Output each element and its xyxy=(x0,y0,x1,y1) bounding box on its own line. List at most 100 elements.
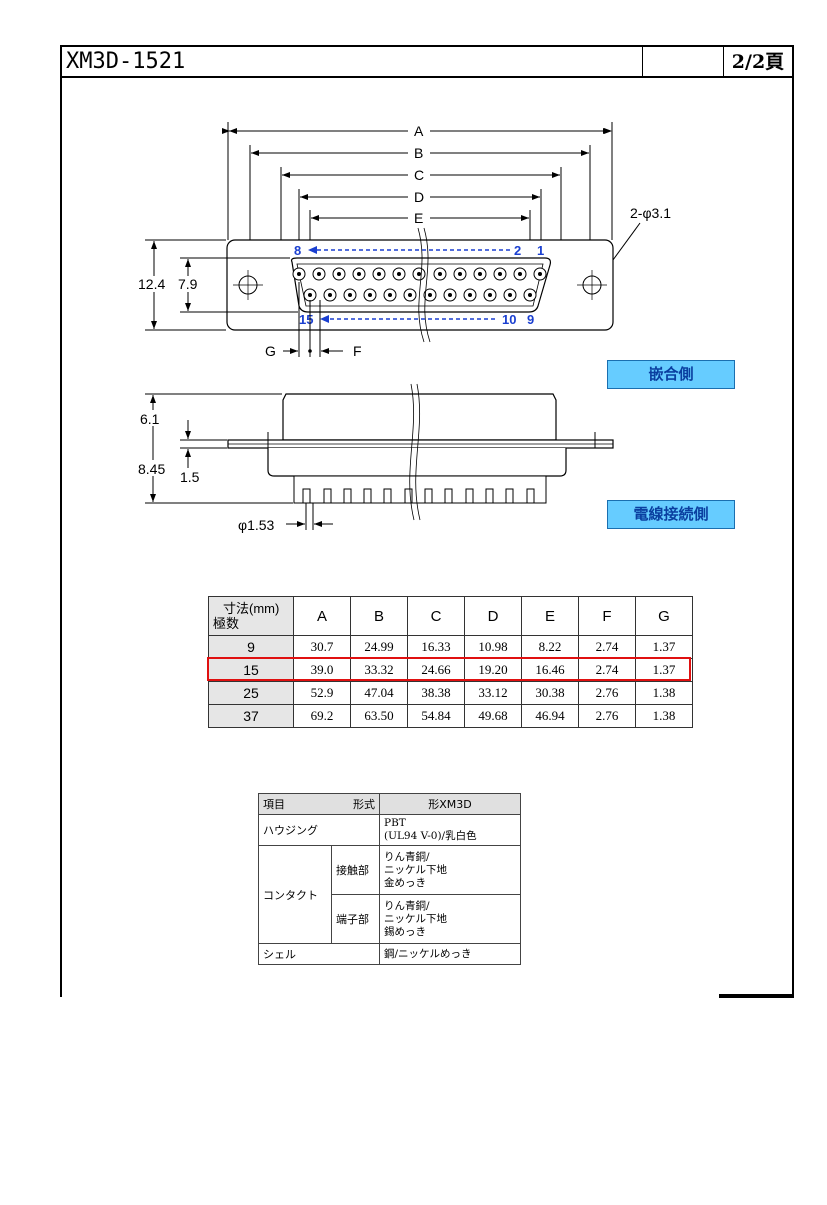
dim-7-9-label: 7.9 xyxy=(178,276,198,292)
header-blank-cell xyxy=(643,47,724,76)
material-table-header: 項目 形式 形XM3D xyxy=(258,793,521,815)
dim-1-5-label: 1.5 xyxy=(180,469,200,485)
pin-15-label: 15 xyxy=(299,312,313,327)
value-cell: 52.9 xyxy=(293,681,351,705)
pin-9-label: 9 xyxy=(527,312,534,327)
value-cell: 33.12 xyxy=(464,681,522,705)
pin-8-label: 8 xyxy=(294,243,301,258)
contact-part-value: りん青銅/ ニッケル下地 金めっき xyxy=(379,845,521,895)
selected-row-highlight xyxy=(207,657,691,681)
shell-value: 鋼/ニッケルめっき xyxy=(379,943,521,965)
value-cell: 30.7 xyxy=(293,635,351,659)
table-row: 9 30.7 24.99 16.33 10.98 8.22 2.74 1.37 xyxy=(208,635,693,659)
corner-cell: 寸法(mm) 極数 xyxy=(208,596,294,636)
dim-holes-label: 2-φ3.1 xyxy=(630,205,671,221)
head-item-cell: 項目 形式 xyxy=(258,793,380,815)
housing-label: ハウジング xyxy=(258,814,380,846)
value-cell: 39.0 xyxy=(293,658,351,682)
table-row: コンタクト 接触部 りん青銅/ ニッケル下地 金めっき xyxy=(258,845,521,944)
value-cell: 1.38 xyxy=(635,704,693,728)
contact-part-label: 接触部 xyxy=(331,845,380,895)
value-cell: 10.98 xyxy=(464,635,522,659)
col-header-g: G xyxy=(635,596,693,636)
value-cell: 46.94 xyxy=(521,704,579,728)
pole-cell: 37 xyxy=(208,704,294,728)
value-cell: 1.37 xyxy=(635,635,693,659)
dim-g-label: G xyxy=(265,343,276,359)
contact-part-line2: ニッケル下地 xyxy=(384,863,447,876)
dimension-table-header: 寸法(mm) 極数 A B C D E F G xyxy=(208,596,693,636)
value-cell: 24.99 xyxy=(350,635,408,659)
corner-poles-label: 極数 xyxy=(213,616,240,631)
head-type-label: 形式 xyxy=(353,798,375,811)
shell-label: シェル xyxy=(258,943,380,965)
value-cell: 38.38 xyxy=(407,681,465,705)
value-cell: 2.74 xyxy=(578,635,636,659)
pole-cell: 25 xyxy=(208,681,294,705)
part-number-title: XM3D-1521 xyxy=(62,47,643,76)
value-cell: 30.38 xyxy=(521,681,579,705)
table-row: ハウジング PBT (UL94 V-0)/乳白色 xyxy=(258,814,521,846)
value-cell: 2.76 xyxy=(578,704,636,728)
dim-12-4-label: 12.4 xyxy=(138,276,165,292)
material-table: 項目 形式 形XM3D ハウジング PBT (UL94 V-0)/乳白色 コンタ… xyxy=(258,793,521,965)
mating-side-label: 嵌合側 xyxy=(607,360,735,389)
corner-dimension-label: 寸法(mm) xyxy=(223,601,280,616)
value-cell: 2.76 xyxy=(578,681,636,705)
value-cell: 69.2 xyxy=(293,704,351,728)
dim-e-label: E xyxy=(414,210,423,226)
table-row: 37 69.2 63.50 54.84 49.68 46.94 2.76 1.3… xyxy=(208,704,693,728)
table-row: シェル 鋼/ニッケルめっき xyxy=(258,943,521,965)
col-header-d: D xyxy=(464,596,522,636)
dim-f-label: F xyxy=(353,343,362,359)
dimension-table: 寸法(mm) 極数 A B C D E F G 9 30.7 24.99 16.… xyxy=(208,596,693,728)
terminal-part-line1: りん青銅/ xyxy=(384,899,430,912)
value-cell: 2.74 xyxy=(578,658,636,682)
dim-d-label: D xyxy=(414,189,424,205)
value-cell: 47.04 xyxy=(350,681,408,705)
value-cell: 33.32 xyxy=(350,658,408,682)
housing-value: PBT (UL94 V-0)/乳白色 xyxy=(379,814,521,846)
table-row-highlighted: 15 39.0 33.32 24.66 19.20 16.46 2.74 1.3… xyxy=(208,658,693,682)
value-cell: 63.50 xyxy=(350,704,408,728)
table-row: 25 52.9 47.04 38.38 33.12 30.38 2.76 1.3… xyxy=(208,681,693,705)
terminal-part-value: りん青銅/ ニッケル下地 錫めっき xyxy=(379,894,521,944)
col-header-e: E xyxy=(521,596,579,636)
head-model-label: 形XM3D xyxy=(379,793,521,815)
value-cell: 24.66 xyxy=(407,658,465,682)
contact-part-line3: 金めっき xyxy=(384,876,426,889)
dim-b-label: B xyxy=(414,145,423,161)
col-header-b: B xyxy=(350,596,408,636)
contact-part-line1: りん青銅/ xyxy=(384,850,430,863)
value-cell: 1.38 xyxy=(635,681,693,705)
col-header-c: C xyxy=(407,596,465,636)
dim-c-label: C xyxy=(414,167,424,183)
value-cell: 16.46 xyxy=(521,658,579,682)
dim-a-label: A xyxy=(414,123,424,139)
connector-drawing: A B C D E 2-φ3.1 8 xyxy=(136,122,671,533)
value-cell: 49.68 xyxy=(464,704,522,728)
page-number: 2/2頁 xyxy=(731,51,785,73)
value-cell: 54.84 xyxy=(407,704,465,728)
dim-8-45-label: 8.45 xyxy=(138,461,165,477)
dim-6-1-label: 6.1 xyxy=(140,411,160,427)
value-cell: 16.33 xyxy=(407,635,465,659)
table-row: 端子部 りん青銅/ ニッケル下地 錫めっき xyxy=(259,894,521,944)
housing-value-line2: (UL94 V-0)/乳白色 xyxy=(384,830,477,842)
dim-pin-diameter-label: φ1.53 xyxy=(238,517,275,533)
pin-2-label: 2 xyxy=(514,243,521,258)
head-item-label: 項目 xyxy=(263,798,285,811)
housing-value-line1: PBT xyxy=(384,817,406,829)
value-cell: 8.22 xyxy=(521,635,579,659)
col-header-f: F xyxy=(578,596,636,636)
value-cell: 19.20 xyxy=(464,658,522,682)
wire-side-label: 電線接続側 xyxy=(607,500,735,529)
terminal-part-label: 端子部 xyxy=(331,894,380,944)
frame-bottom-mark xyxy=(719,994,794,998)
pole-cell: 9 xyxy=(208,635,294,659)
terminal-part-line3: 錫めっき xyxy=(384,925,426,938)
pin-10-label: 10 xyxy=(502,312,516,327)
col-header-a: A xyxy=(293,596,351,636)
value-cell: 1.37 xyxy=(635,658,693,682)
pin-1-label: 1 xyxy=(537,243,544,258)
